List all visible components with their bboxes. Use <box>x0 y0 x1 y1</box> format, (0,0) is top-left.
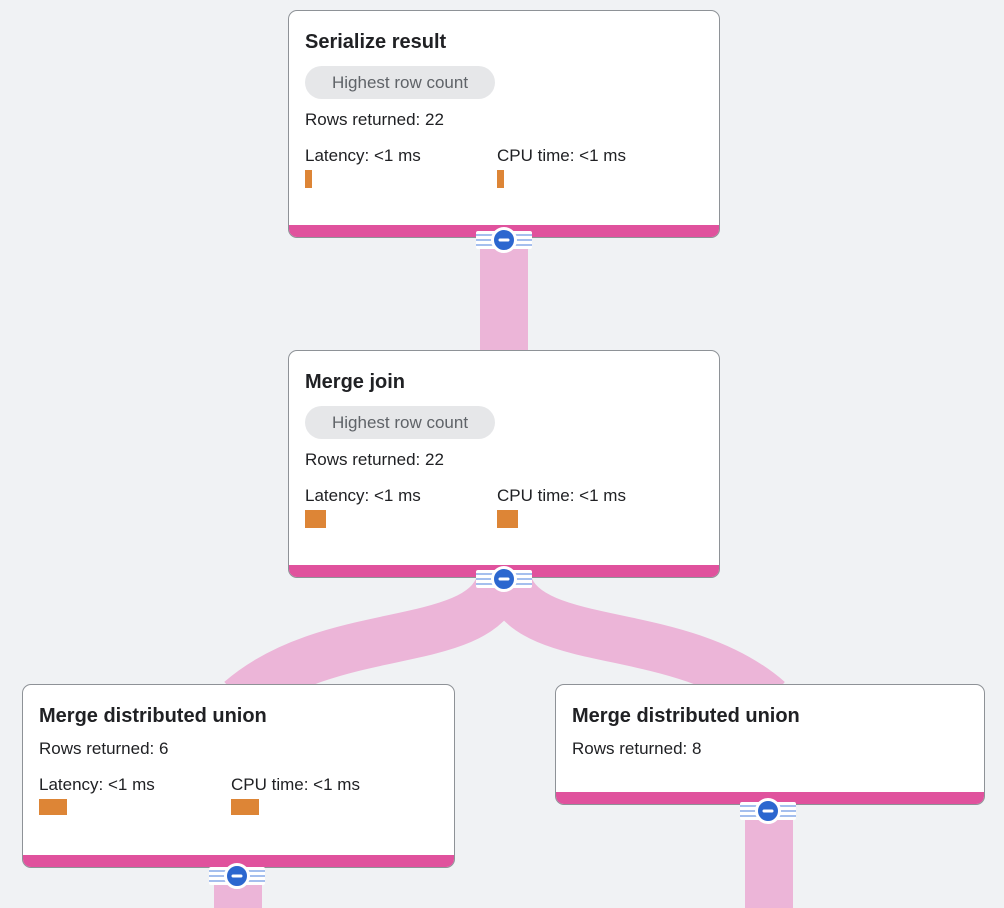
rows-returned-label: Rows returned: 22 <box>305 110 444 129</box>
latency-bar <box>39 799 67 815</box>
rows-returned-label: Rows returned: 8 <box>572 739 702 758</box>
minus-glyph <box>762 809 774 813</box>
cpu-time-label: CPU time: <1 ms <box>231 775 360 794</box>
cpu-metric: CPU time: <1 ms <box>231 775 423 815</box>
metrics-row: Latency: <1 ms CPU time: <1 ms <box>305 486 703 528</box>
node-body: Merge distributed union Rows returned: 6… <box>23 685 454 855</box>
collapse-button-merge-join[interactable] <box>476 566 532 592</box>
latency-metric: Latency: <1 ms <box>305 486 497 528</box>
plan-node-merge-distributed-union-right[interactable]: Merge distributed union Rows returned: 8 <box>555 684 985 805</box>
node-title: Merge join <box>305 371 406 393</box>
edge-mdu8-to-mergejoin <box>485 573 785 719</box>
collapse-minus-icon <box>491 566 517 592</box>
latency-label: Latency: <1 ms <box>305 146 421 165</box>
edge-mdu6-to-mergejoin <box>224 573 523 719</box>
cpu-metric: CPU time: <1 ms <box>497 146 689 188</box>
collapse-button-serialize-result[interactable] <box>476 227 532 253</box>
node-body: Merge join Highest row count Rows return… <box>289 351 719 565</box>
rows-returned-label: Rows returned: 22 <box>305 450 444 469</box>
collapse-button-mdu-right[interactable] <box>740 798 796 824</box>
highest-row-count-badge: Highest row count <box>305 406 496 439</box>
node-title: Serialize result <box>305 31 447 53</box>
minus-glyph <box>498 238 510 242</box>
node-body: Merge distributed union Rows returned: 8 <box>556 685 984 792</box>
minus-glyph <box>231 874 243 878</box>
cpu-time-bar <box>497 170 504 188</box>
node-title: Merge distributed union <box>572 705 800 727</box>
highest-row-count-badge: Highest row count <box>305 66 496 99</box>
collapse-minus-icon <box>491 227 517 253</box>
node-body: Serialize result Highest row count Rows … <box>289 11 719 225</box>
latency-label: Latency: <1 ms <box>305 486 421 505</box>
latency-bar <box>305 170 312 188</box>
cpu-time-bar <box>497 510 518 528</box>
cpu-metric: CPU time: <1 ms <box>497 486 689 528</box>
rows-returned-label: Rows returned: 6 <box>39 739 169 758</box>
metrics-row: Latency: <1 ms CPU time: <1 ms <box>305 146 703 188</box>
metrics-row: Latency: <1 ms CPU time: <1 ms <box>39 775 438 815</box>
node-accent-bar <box>23 855 454 867</box>
plan-node-merge-distributed-union-left[interactable]: Merge distributed union Rows returned: 6… <box>22 684 455 868</box>
latency-label: Latency: <1 ms <box>39 775 155 794</box>
minus-glyph <box>498 577 510 581</box>
latency-metric: Latency: <1 ms <box>39 775 231 815</box>
latency-bar <box>305 510 326 528</box>
cpu-time-bar <box>231 799 259 815</box>
cpu-time-label: CPU time: <1 ms <box>497 486 626 505</box>
plan-node-serialize-result[interactable]: Serialize result Highest row count Rows … <box>288 10 720 238</box>
collapse-minus-icon <box>224 863 250 889</box>
node-title: Merge distributed union <box>39 705 267 727</box>
collapse-button-mdu-left[interactable] <box>209 863 265 889</box>
plan-node-merge-join[interactable]: Merge join Highest row count Rows return… <box>288 350 720 578</box>
latency-metric: Latency: <1 ms <box>305 146 497 188</box>
collapse-minus-icon <box>755 798 781 824</box>
cpu-time-label: CPU time: <1 ms <box>497 146 626 165</box>
